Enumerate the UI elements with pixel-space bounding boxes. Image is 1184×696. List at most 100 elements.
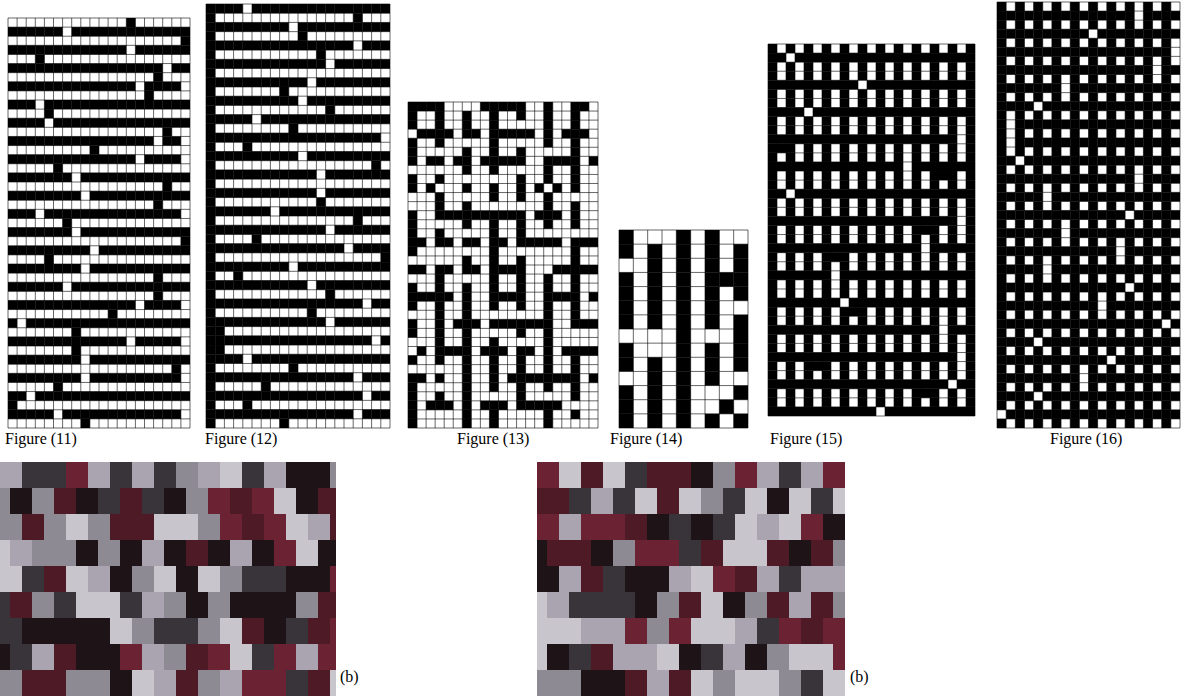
grid-cell <box>858 207 867 216</box>
grid-cell <box>381 22 390 31</box>
grid-cell <box>90 300 99 309</box>
grid-cell <box>734 258 748 272</box>
grid-cell <box>344 96 353 105</box>
grid-cell <box>948 334 957 343</box>
grid-cell <box>362 96 371 105</box>
grid-cell <box>280 225 289 234</box>
grid-cell <box>316 4 325 13</box>
grid-cell <box>17 27 26 36</box>
grid-cell <box>966 380 975 389</box>
grid-cell <box>453 347 462 356</box>
grid-cell <box>1015 2 1024 11</box>
grid-cell <box>335 244 344 253</box>
grid-cell <box>786 262 795 271</box>
grid-cell <box>234 115 243 124</box>
grid-cell <box>298 207 307 216</box>
grid-cell <box>948 225 957 234</box>
grid-cell <box>8 173 17 182</box>
grid-cell <box>408 211 417 220</box>
grid-cell <box>489 265 498 274</box>
grid-cell <box>462 301 471 310</box>
grid-lines <box>206 4 390 428</box>
grid-cell <box>876 225 885 234</box>
grid-cell <box>17 228 26 237</box>
grid-cell <box>777 144 786 153</box>
grid-cell <box>163 337 172 346</box>
grid-cell <box>54 27 63 36</box>
grid-cell <box>1171 29 1180 38</box>
grid-cell <box>243 170 252 179</box>
grid-cell <box>298 4 307 13</box>
grid-cell <box>145 209 154 218</box>
grid-cell <box>316 151 325 160</box>
grid-cell <box>676 230 690 244</box>
grid-cell <box>489 220 498 229</box>
grid-cell <box>408 283 417 292</box>
grid-cell <box>676 272 690 286</box>
grid-cell <box>54 173 63 182</box>
grid-cell <box>326 391 335 400</box>
grid-cell <box>489 184 498 193</box>
grid-cell <box>1171 11 1180 20</box>
grid-cell <box>335 373 344 382</box>
grid-cell <box>858 253 867 262</box>
grid-cell <box>894 44 903 53</box>
grid-cell <box>930 117 939 126</box>
grid-cell <box>372 96 381 105</box>
grid-cell <box>813 380 822 389</box>
grid-cell <box>804 89 813 98</box>
grid-cell <box>99 300 108 309</box>
grid-cell <box>930 153 939 162</box>
grid-cell <box>831 135 840 144</box>
grid-cell <box>35 246 44 255</box>
grid-cell <box>234 188 243 197</box>
grid-cell <box>517 129 526 138</box>
grid-cell <box>206 373 215 382</box>
grid-cell <box>840 171 849 180</box>
grid-cell <box>795 162 804 171</box>
grid-cell <box>206 336 215 345</box>
grid-cell <box>289 41 298 50</box>
grid-cell <box>795 325 804 334</box>
grid-cell <box>270 133 279 142</box>
grid-cell <box>867 244 876 253</box>
grid-cell <box>8 319 17 328</box>
grid-cell <box>786 398 795 407</box>
grid-cell <box>571 265 580 274</box>
grid-cell <box>362 78 371 87</box>
grid-cell <box>26 337 35 346</box>
grid-cell <box>508 129 517 138</box>
grid-cell <box>353 391 362 400</box>
grid-cell <box>1098 11 1107 20</box>
grid-cell <box>786 216 795 225</box>
grid-cell <box>912 171 921 180</box>
grid-cell <box>289 170 298 179</box>
grid-cell <box>912 398 921 407</box>
grid-cell <box>344 373 353 382</box>
grid-cell <box>804 207 813 216</box>
grid-cell <box>462 419 471 428</box>
grid-cell <box>876 162 885 171</box>
grid-cell <box>1143 2 1152 11</box>
grid-cell <box>840 352 849 361</box>
grid-cell <box>840 117 849 126</box>
grid-cell <box>1052 47 1061 56</box>
grid-cell <box>526 401 535 410</box>
grid-cell <box>930 144 939 153</box>
grid-cell <box>948 53 957 62</box>
grid-cell <box>885 352 894 361</box>
grid-cell <box>54 382 63 391</box>
grid-cell <box>54 392 63 401</box>
grid-cell <box>224 188 233 197</box>
grid-cell <box>90 136 99 145</box>
grid-cell <box>435 356 444 365</box>
grid-cell <box>261 207 270 216</box>
grid-cell <box>553 265 562 274</box>
grid-cell <box>99 392 108 401</box>
grid-cell <box>353 354 362 363</box>
grid-cell <box>508 374 517 383</box>
grid-cell <box>252 225 261 234</box>
grid-cell <box>117 82 126 91</box>
grid-cell <box>804 280 813 289</box>
grid-cell <box>44 319 53 328</box>
